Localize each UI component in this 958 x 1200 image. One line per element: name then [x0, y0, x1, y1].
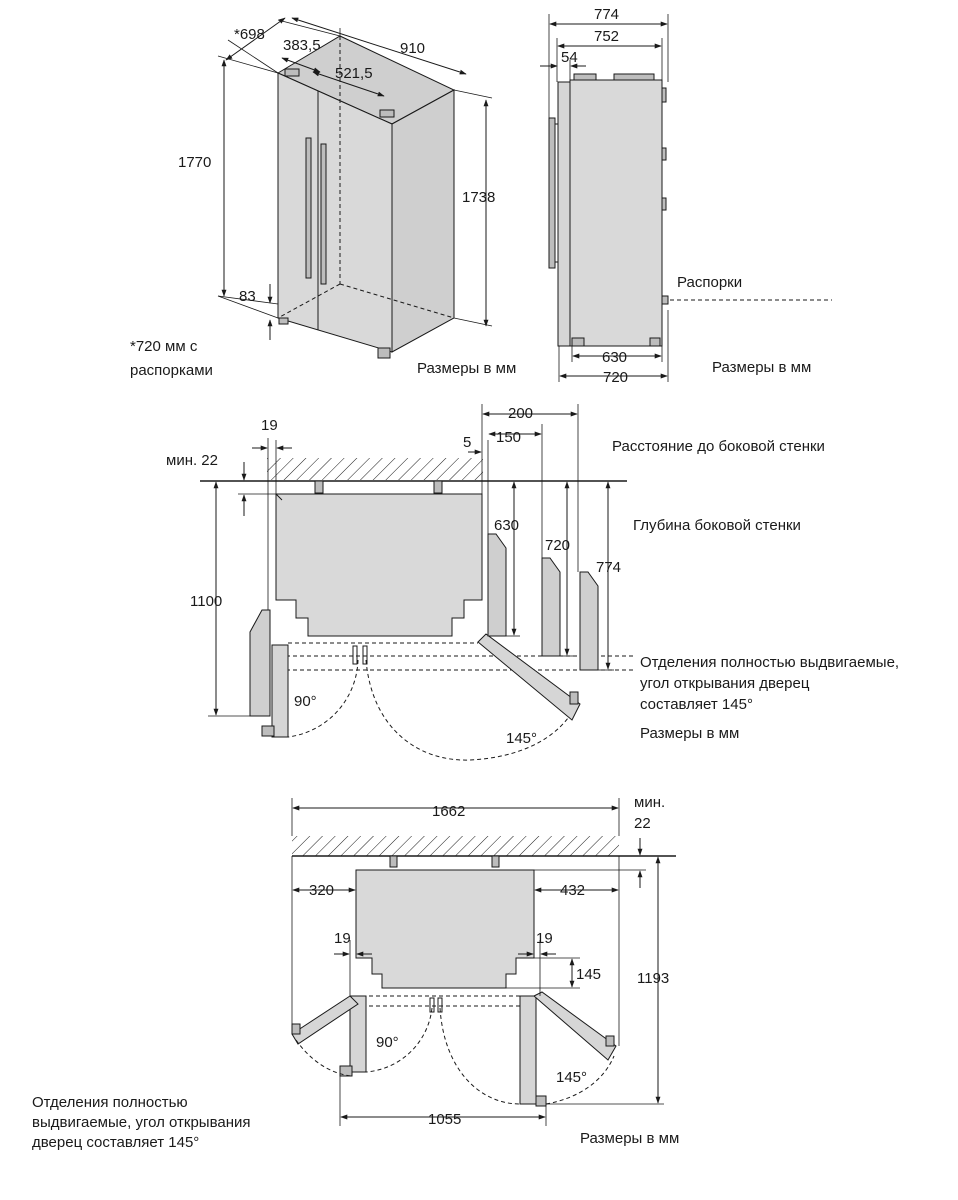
side-wall-774: [579, 571, 599, 671]
handle-left: [305, 137, 312, 279]
spacers-label: Распорки: [677, 274, 742, 291]
dim-720: 720: [603, 369, 628, 386]
dim-5: 5: [463, 434, 471, 451]
dim-320: 320: [309, 882, 334, 899]
side-handle: [548, 117, 556, 269]
view4-note-line2: выдвигаемые, угол открывания: [32, 1114, 251, 1131]
side-view: 774 752 54 630 720 Распорки Размеры в мм: [540, 6, 832, 386]
dim-1193: 1193: [637, 970, 669, 987]
dim-752: 752: [594, 28, 619, 45]
note-720-line1: *720 мм с: [130, 338, 198, 355]
units-label-4: Размеры в мм: [580, 1130, 679, 1147]
view4-note-line1: Отделения полностью: [32, 1094, 188, 1111]
dim-432: 432: [560, 882, 585, 899]
niche-body: [355, 869, 535, 989]
niche-right-door: [519, 995, 537, 1105]
dim-630: 630: [602, 349, 627, 366]
dim-200: 200: [508, 405, 533, 422]
angle-90-b: 90°: [376, 1034, 399, 1051]
note-720-line2: распорками: [130, 362, 213, 379]
right-door-open: [477, 633, 581, 721]
dim-1100: 1100: [190, 593, 222, 610]
units-label-1: Размеры в мм: [417, 360, 516, 377]
dim-54: 54: [561, 49, 578, 66]
view3-note-line2: угол открывания дверец: [640, 675, 810, 692]
niche-left-door: [349, 995, 367, 1073]
side-door: [557, 81, 571, 347]
dim-150: 150: [496, 429, 521, 446]
dim-1055: 1055: [428, 1111, 461, 1128]
units-label-2: Размеры в мм: [712, 359, 811, 376]
side-distance-label: Расстояние до боковой стенки: [612, 438, 825, 455]
units-label-3: Размеры в мм: [640, 725, 739, 742]
view4-note-line3: дверец составляет 145°: [32, 1134, 199, 1151]
view3-note-line1: Отделения полностью выдвигаемые,: [640, 654, 899, 671]
side-wall-630: [487, 533, 507, 637]
dim-1738: 1738: [462, 189, 495, 206]
angle-145-a: 145°: [506, 730, 537, 747]
top-view-side-wall: 90° 145° 19 мин. 22 1100 200: [166, 404, 899, 761]
dim-521-5: 521,5: [335, 65, 373, 82]
dim-774-v: 774: [596, 559, 621, 576]
dim-383-5: 383,5: [283, 37, 321, 54]
dim-19-right: 19: [536, 930, 553, 947]
dim-720-v: 720: [545, 537, 570, 554]
view3-note-line3: составляет 145°: [640, 696, 753, 713]
side-depth-label: Глубина боковой стенки: [633, 517, 801, 534]
dim-145: 145: [576, 966, 601, 983]
side-wall-720: [541, 557, 561, 657]
top-body: [275, 493, 483, 637]
dim-1662: 1662: [432, 803, 465, 820]
dim-774: 774: [594, 6, 619, 23]
angle-145-b: 145°: [556, 1069, 587, 1086]
perspective-view: *698 383,5 910 521,5 1770 1738 83 *720 м…: [130, 17, 516, 379]
dim-83: 83: [239, 288, 256, 305]
dim-min22: мин. 22: [166, 452, 218, 469]
fridge-side: [391, 89, 455, 353]
dim-698: *698: [234, 26, 265, 43]
dim-min-line1: мин.: [634, 794, 665, 811]
dim-19-top: 19: [261, 417, 278, 434]
side-body: [569, 79, 663, 347]
dim-19-left: 19: [334, 930, 351, 947]
dim-630-v: 630: [494, 517, 519, 534]
dim-min-line2: 22: [634, 815, 651, 832]
left-door-open: [271, 644, 289, 738]
dim-910: 910: [400, 40, 425, 57]
top-view-niche: 90° 145° 1662 мин. 22 320 432 19: [32, 794, 679, 1151]
angle-90-a: 90°: [294, 693, 317, 710]
handle-right: [320, 143, 327, 285]
dim-1770: 1770: [178, 154, 211, 171]
